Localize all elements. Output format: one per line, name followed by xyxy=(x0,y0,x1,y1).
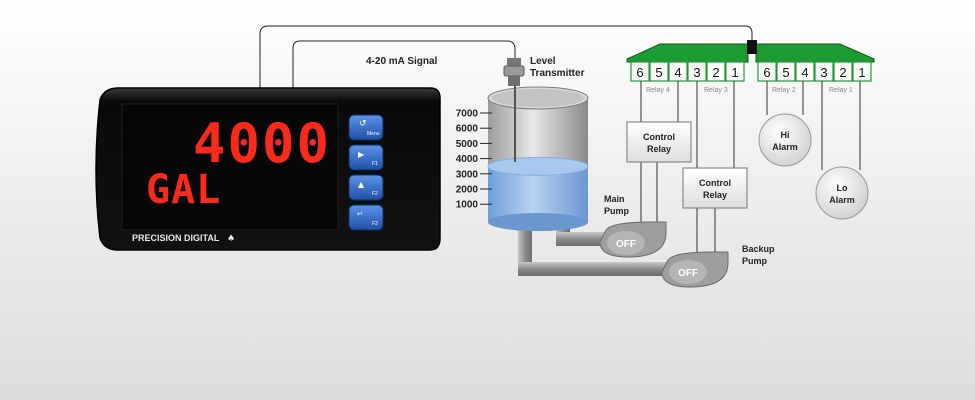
lo-alarm-line1: Lo xyxy=(837,183,848,193)
terminal-divider xyxy=(747,40,757,54)
hi-alarm: Hi Alarm xyxy=(758,113,812,167)
control-relay-2-line2: Relay xyxy=(703,190,727,200)
button-up[interactable]: ▲ F2 xyxy=(348,174,384,201)
relay-wiring xyxy=(640,81,861,258)
button-up-label: F2 xyxy=(372,191,378,197)
lo-alarm: Lo Alarm xyxy=(815,166,869,220)
enter-icon: ↵ xyxy=(357,210,363,218)
backup-pump-label-2: Pump xyxy=(742,256,768,266)
button-menu[interactable]: ↺ Menu xyxy=(348,114,384,141)
terminal-right-1: 1 xyxy=(852,61,872,82)
relay-3-label: Relay 3 xyxy=(704,87,728,94)
terminal-right-4: 4 xyxy=(795,61,815,82)
terminal-label: 3 xyxy=(820,65,827,80)
terminal-label: 4 xyxy=(801,65,808,80)
scale-tick: 4000 xyxy=(456,154,492,165)
main-pump-state: OFF xyxy=(616,239,636,250)
terminal-left-5: 5 xyxy=(649,61,669,82)
terminal-left-1: 1 xyxy=(725,61,745,82)
signal-label: 4-20 mA Signal xyxy=(366,56,438,67)
scale-tick: 6000 xyxy=(456,124,492,135)
backup-pump-label-1: Backup xyxy=(742,244,775,254)
control-relay-1-line2: Relay xyxy=(647,144,671,154)
transmitter-label-1: Level xyxy=(530,56,556,67)
main-pump: OFF xyxy=(599,221,667,258)
scale-tick-label: 5000 xyxy=(456,139,479,150)
control-relay-1: Control Relay xyxy=(626,121,692,163)
hi-alarm-line1: Hi xyxy=(781,130,790,140)
terminal-label: 4 xyxy=(674,65,681,80)
terminal-right-6: 6 xyxy=(757,61,777,82)
tank-liquid-bottom xyxy=(488,213,588,231)
terminal-right-2: 2 xyxy=(833,61,853,82)
terminal-label: 5 xyxy=(655,65,662,80)
relay-1-label: Relay 1 xyxy=(829,87,853,94)
pipes xyxy=(518,222,670,276)
scale-tick: 7000 xyxy=(456,109,492,120)
terminal-left-6: 6 xyxy=(630,61,650,82)
terminal-right-5: 5 xyxy=(776,61,796,82)
backup-pump: OFF xyxy=(661,251,729,288)
display-value: 4000 xyxy=(193,112,331,175)
hi-alarm-line2: Alarm xyxy=(772,142,798,152)
scale-tick-label: 6000 xyxy=(456,124,479,135)
panel-meter: 4000 GAL PRECISION DIGITAL ♠ ↺ Menu ▶ F1… xyxy=(95,87,441,251)
brand-label: PRECISION DIGITAL xyxy=(132,233,220,243)
level-transmitter xyxy=(503,58,525,86)
button-right-label: F1 xyxy=(372,161,378,167)
terminal-label: 2 xyxy=(712,65,719,80)
backup-pump-state: OFF xyxy=(678,268,698,279)
button-right[interactable]: ▶ F1 xyxy=(348,144,384,171)
tank xyxy=(487,86,589,231)
lo-alarm-line2: Alarm xyxy=(829,195,855,205)
terminal-label: 2 xyxy=(839,65,846,80)
control-relay-2: Control Relay xyxy=(682,167,748,209)
scale-tick: 2000 xyxy=(456,185,492,196)
relay-4-label: Relay 4 xyxy=(646,87,670,94)
terminal-left-2: 2 xyxy=(706,61,726,82)
terminal-label: 3 xyxy=(693,65,700,80)
display-unit: GAL xyxy=(146,167,221,213)
terminal-label: 5 xyxy=(782,65,789,80)
relay-2-label: Relay 2 xyxy=(772,87,796,94)
control-relay-2-line1: Control xyxy=(699,178,731,188)
scale-tick: 3000 xyxy=(456,169,492,180)
terminal-left-3: 3 xyxy=(687,61,707,82)
terminal-left-4: 4 xyxy=(668,61,688,82)
signal-wires xyxy=(259,25,753,88)
scale-tick: 5000 xyxy=(456,139,492,150)
scale-tick-label: 7000 xyxy=(456,109,479,120)
control-relay-1-line1: Control xyxy=(643,132,675,142)
button-menu-label: Menu xyxy=(367,131,380,137)
scale-tick: 1000 xyxy=(456,200,492,211)
button-enter[interactable]: ↵ F3 xyxy=(348,204,384,231)
scale-tick-label: 4000 xyxy=(456,154,479,165)
scale-tick-label: 3000 xyxy=(456,169,479,180)
terminal-label: 1 xyxy=(858,65,865,80)
button-enter-label: F3 xyxy=(372,221,378,227)
terminal-right-3: 3 xyxy=(814,61,834,82)
terminal-label: 6 xyxy=(763,65,770,80)
scale-tick-label: 1000 xyxy=(456,200,479,211)
terminal-label: 6 xyxy=(636,65,643,80)
scale-tick-label: 2000 xyxy=(456,185,479,196)
menu-icon: ↺ xyxy=(359,119,367,129)
up-icon: ▲ xyxy=(358,180,365,189)
tank-liquid-surface xyxy=(487,156,589,176)
right-icon: ▶ xyxy=(358,150,365,159)
main-pump-label-1: Main xyxy=(604,194,625,204)
transmitter-label-2: Transmitter xyxy=(530,68,585,79)
main-pump-label-2: Pump xyxy=(604,206,630,216)
tank-scale: 7000 6000 5000 4000 3000 2000 1000 xyxy=(456,109,492,211)
brand-logo-icon: ♠ xyxy=(227,234,235,244)
terminal-label: 1 xyxy=(731,65,738,80)
